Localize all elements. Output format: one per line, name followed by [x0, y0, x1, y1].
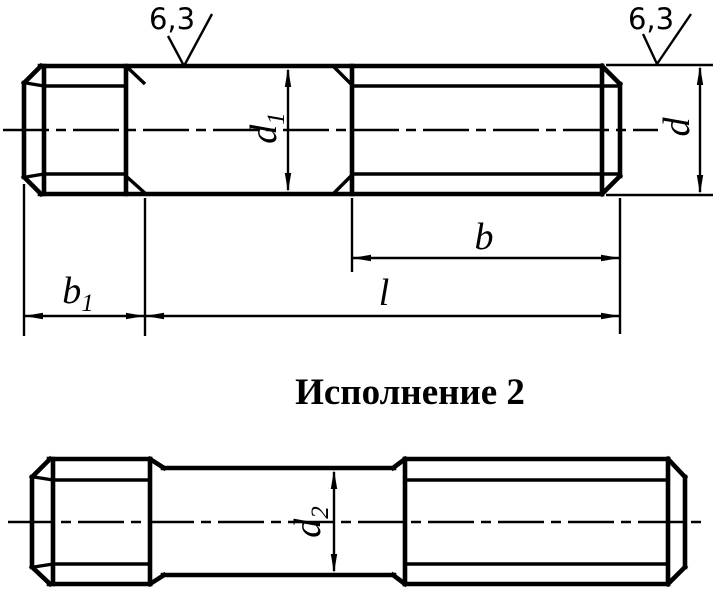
view1-right-runout-diagonal-top [332, 65, 353, 86]
view2-left-root-corner-bottom [33, 562, 54, 569]
dimension-d1: d1 [243, 68, 292, 192]
view2-left-bottom-chamfer [28, 563, 54, 588]
d1-arrowhead-up [284, 68, 292, 87]
view1-right-top-chamfer [598, 62, 624, 88]
view2-stud [8, 455, 707, 588]
d-arrowhead-down [696, 175, 704, 194]
roughness-mark-right: 6,3 [628, 2, 692, 67]
view1-right-bottom-chamfer [598, 172, 624, 198]
view2-left-root-corner-top [33, 475, 54, 482]
roughness-mark-left: 6,3 [149, 2, 214, 69]
l-arrowhead-right [601, 312, 620, 320]
d1-label: d1 [243, 112, 290, 144]
view1-left-root-corner-top [25, 81, 45, 88]
extension-lines [22, 184, 622, 336]
view1-left-top-chamfer [20, 62, 45, 87]
d2-arrowhead-down [330, 554, 338, 573]
view1-left-bottom-chamfer [20, 173, 45, 198]
view1-left-root-corner-bottom [25, 172, 45, 179]
d2-label: d2 [287, 506, 334, 538]
d2-arrowhead-up [330, 470, 338, 489]
l-arrowhead-left [145, 312, 164, 320]
b1-arrowhead-left [24, 312, 43, 320]
d1-arrowhead-down [284, 173, 292, 192]
dimension-b1: b1 [24, 270, 145, 320]
d-label: d [656, 117, 698, 137]
view2-title: Исполнение 2 [295, 372, 525, 413]
roughness-check-icon [166, 13, 214, 69]
view1-right-runout-diagonal-bottom [332, 174, 353, 195]
l-label: l [379, 272, 390, 314]
dimension-b: b [352, 216, 620, 262]
view1-stud [3, 62, 658, 198]
d-arrowhead-up [696, 66, 704, 85]
view2-right-top-chamfer [664, 455, 689, 481]
b-arrowhead-right [601, 254, 620, 262]
view1-left-runout-diagonal-bottom [125, 175, 148, 196]
dimension-d2: d2 [287, 470, 338, 573]
roughness-value-left: 6,3 [149, 2, 195, 36]
dimension-l: l [145, 272, 620, 320]
view2-right-bottom-chamfer [664, 563, 689, 588]
b-label: b [475, 216, 494, 258]
b-arrowhead-left [352, 254, 371, 262]
b1-label: b1 [62, 270, 94, 317]
dimension-d: d [606, 63, 713, 197]
b1-arrowhead-right [126, 312, 145, 320]
view1-left-runout-diagonal-top [125, 65, 147, 86]
view2-left-top-chamfer [28, 455, 54, 481]
roughness-value-right: 6,3 [628, 2, 674, 36]
